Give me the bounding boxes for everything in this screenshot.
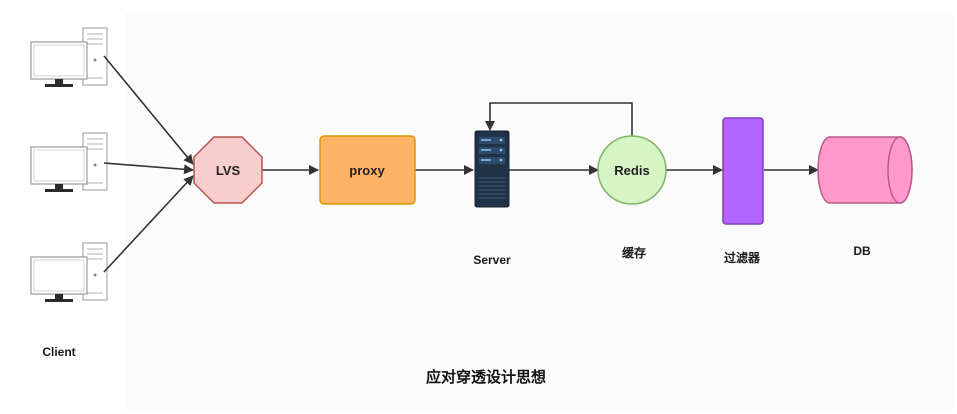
filter-label: 过滤器 — [723, 251, 761, 265]
cache-label: 缓存 — [621, 246, 647, 260]
client-computer-1 — [30, 27, 108, 88]
redis-node: Redis — [597, 135, 667, 205]
redis-label: Redis — [614, 163, 649, 178]
edge-client3-lvs — [103, 175, 194, 273]
server-rack-icon — [474, 130, 510, 208]
diagram-caption: 应对穿透设计思想 — [425, 368, 547, 386]
client-computer-3 — [30, 242, 108, 303]
client-label: Client — [42, 345, 76, 359]
db-node — [817, 136, 913, 204]
edge-redis-server-feedback — [485, 102, 633, 136]
proxy-label: proxy — [349, 163, 385, 178]
desktop-computer-icon — [30, 242, 108, 303]
desktop-computer-icon — [30, 27, 108, 88]
db-label: DB — [853, 244, 871, 258]
lvs-label: LVS — [216, 163, 241, 178]
client-computer-2 — [30, 132, 108, 193]
edge-client2-lvs — [103, 162, 194, 175]
desktop-computer-icon — [30, 132, 108, 193]
proxy-node: proxy — [319, 135, 416, 205]
edge-client1-lvs — [103, 55, 194, 165]
diagram-background — [125, 12, 953, 410]
server-label: Server — [473, 253, 511, 267]
filter-node — [722, 117, 764, 225]
lvs-node: LVS — [193, 136, 263, 204]
